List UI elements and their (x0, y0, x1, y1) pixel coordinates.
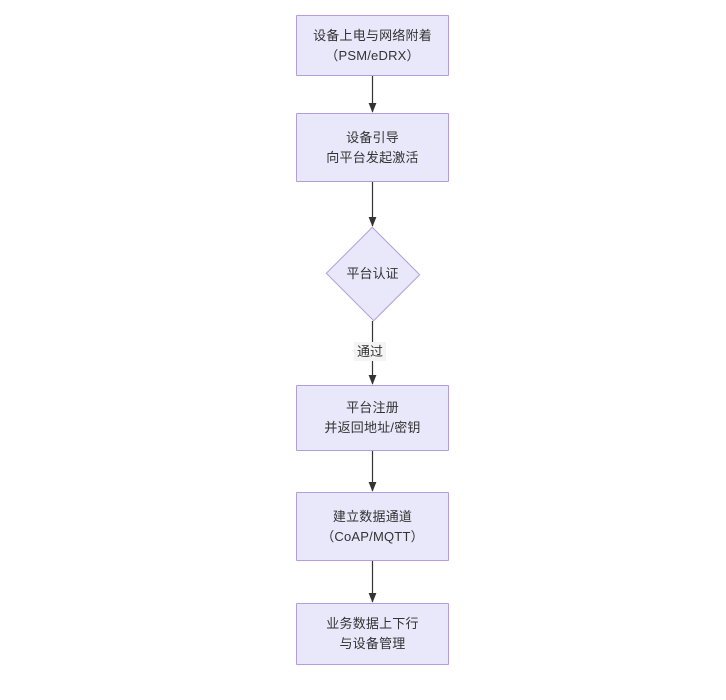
edge-label-pass: 通过 (354, 342, 387, 361)
node-label: 设备引导 向平台发起激活 (326, 129, 419, 165)
node-label: 业务数据上下行 与设备管理 (326, 616, 419, 651)
node-device-bootstrap[interactable]: 设备引导 向平台发起激活 (296, 113, 449, 182)
node-label: 设备上电与网络附着 （PSM/eDRX） (313, 27, 432, 63)
node-label: 平台注册 并返回地址/密钥 (324, 400, 421, 435)
node-business-data-and-device-management[interactable]: 业务数据上下行 与设备管理 (296, 603, 449, 665)
node-device-power-on[interactable]: 设备上电与网络附着 （PSM/eDRX） (296, 15, 449, 76)
node-label: 建立数据通道 （CoAP/MQTT） (321, 508, 424, 544)
node-label: 平台认证 (346, 266, 399, 281)
node-establish-data-channel[interactable]: 建立数据通道 （CoAP/MQTT） (296, 492, 449, 561)
node-platform-registration[interactable]: 平台注册 并返回地址/密钥 (296, 385, 449, 451)
node-platform-authentication[interactable]: 平台认证 (324, 226, 421, 322)
